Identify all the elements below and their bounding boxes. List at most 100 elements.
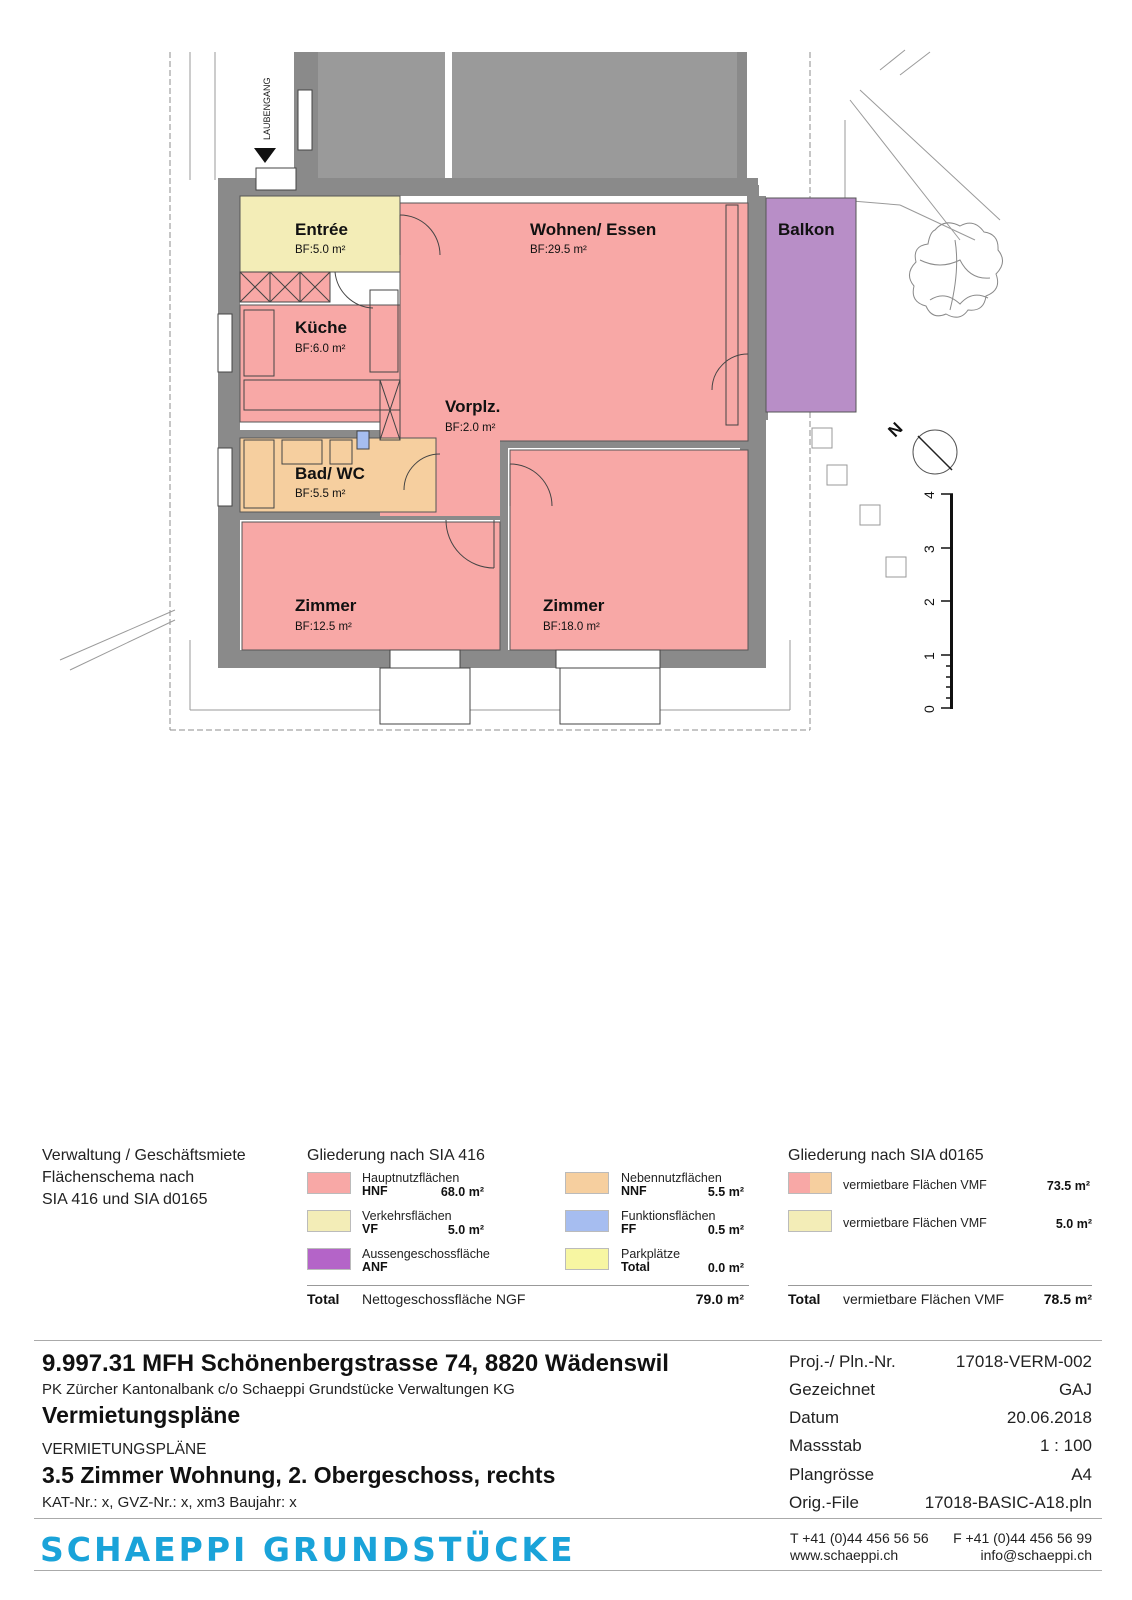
floor-plan: LAUBENGANG Entrée BF:5.0 m² Wohnen/ Esse… — [59, 49, 1003, 731]
swatch-vmf-2 — [788, 1210, 832, 1232]
contact-web[interactable]: www.schaeppi.ch — [790, 1547, 899, 1563]
vmf-2-value: 5.0 m² — [1055, 1217, 1092, 1231]
vf-code: VF — [362, 1222, 378, 1236]
vf-value: 5.0 m² — [447, 1223, 484, 1237]
sia416-divider — [307, 1285, 749, 1286]
titleblock-mid-rule — [34, 1518, 1102, 1519]
d0165-total-desc: vermietbare Flächen VMF — [843, 1291, 1005, 1307]
vmf-1-value: 73.5 m² — [1046, 1179, 1090, 1193]
contact-fax: F +41 (0)44 456 56 99 — [953, 1530, 1092, 1546]
room-area-wohnen: BF:29.5 m² — [530, 244, 587, 256]
info-value-size: A4 — [1071, 1465, 1092, 1484]
scale-tick-0: 0 — [921, 705, 937, 713]
titleblock-bottom-rule — [34, 1570, 1102, 1571]
access-label: LAUBENGANG — [262, 77, 272, 140]
swatch-vf — [307, 1210, 351, 1232]
plan-subheading: VERMIETUNGSPLÄNE — [42, 1441, 207, 1458]
room-label-zimmer-1: Zimmer — [295, 596, 357, 615]
legend-intro-2: Flächenschema nach — [42, 1169, 195, 1186]
paving-stones — [811, 427, 907, 578]
room-entree — [239, 195, 401, 273]
fixtures — [217, 89, 749, 725]
room-label-kueche: Küche — [295, 318, 347, 337]
swatch-hnf — [307, 1172, 351, 1194]
project-title: 9.997.31 MFH Schönenbergstrasse 74, 8820… — [42, 1350, 669, 1377]
room-area-vorplatz: BF:2.0 m² — [445, 422, 496, 434]
scale-tick-3: 3 — [921, 545, 937, 553]
info-value-file: 17018-BASIC-A18.pln — [924, 1493, 1092, 1512]
parking-name: Parkplätze — [621, 1247, 681, 1261]
hnf-name: Hauptnutzflächen — [362, 1171, 460, 1185]
swatch-ff — [565, 1210, 609, 1232]
north-arrow-icon: N — [884, 419, 958, 475]
room-label-vorplatz: Vorplz. — [445, 397, 500, 416]
anf-code: ANF — [362, 1260, 388, 1274]
info-value-project-no: 17018-VERM-002 — [955, 1352, 1092, 1371]
vmf-1-name: vermietbare Flächen VMF — [843, 1178, 987, 1192]
info-label-file: Orig.-File — [789, 1493, 859, 1512]
ff-code: FF — [621, 1222, 637, 1236]
scale-tick-2: 2 — [921, 598, 937, 606]
info-value-scale: 1 : 100 — [1040, 1436, 1092, 1455]
terrain-lines — [59, 49, 1001, 711]
d0165-total-label: Total — [788, 1291, 821, 1307]
neighbour-unit-right — [452, 52, 737, 189]
ff-value: 0.5 m² — [707, 1223, 744, 1237]
contact-email[interactable]: info@schaeppi.ch — [980, 1547, 1092, 1563]
info-label-project-no: Proj.-/ Pln.-Nr. — [789, 1352, 896, 1371]
anf-name: Aussengeschossfläche — [362, 1247, 490, 1261]
sia416-title: Gliederung nach SIA 416 — [307, 1147, 485, 1164]
unit-title: 3.5 Zimmer Wohnung, 2. Obergeschoss, rec… — [42, 1462, 556, 1488]
room-zimmer-1 — [241, 521, 501, 651]
room-area-zimmer-1: BF:12.5 m² — [295, 621, 352, 633]
scale-tick-4: 4 — [921, 491, 937, 499]
nnf-name: Nebennutzflächen — [621, 1171, 722, 1185]
nnf-code: NNF — [621, 1184, 647, 1198]
hnf-code: HNF — [362, 1184, 388, 1198]
parking-code: Total — [621, 1260, 650, 1274]
swatch-nnf — [565, 1172, 609, 1194]
sia416-total-value: 79.0 m² — [695, 1291, 744, 1307]
svg-text:N: N — [884, 419, 906, 441]
info-label-size: Plangrösse — [789, 1465, 875, 1484]
room-kueche — [239, 304, 401, 423]
info-label-date: Datum — [789, 1408, 840, 1427]
parking-value: 0.0 m² — [707, 1261, 744, 1275]
contact-phone: T +41 (0)44 456 56 56 — [790, 1530, 929, 1546]
scale-bar: 0 1 2 3 4 — [921, 491, 953, 713]
swatch-parking — [565, 1248, 609, 1270]
d0165-total-value: 78.5 m² — [1043, 1291, 1092, 1307]
scale-tick-1: 1 — [921, 652, 937, 660]
room-area-kueche: BF:6.0 m² — [295, 343, 346, 355]
nnf-value: 5.5 m² — [707, 1185, 744, 1199]
swatch-anf — [307, 1248, 351, 1270]
ff-name: Funktionsflächen — [621, 1209, 716, 1223]
neighbour-unit-left — [318, 52, 445, 189]
room-area-bad: BF:5.5 m² — [295, 488, 346, 500]
room-balkon — [765, 197, 857, 413]
plan-heading: Vermietungspläne — [42, 1402, 241, 1428]
sia416-total-label: Total — [307, 1291, 340, 1307]
legend-intro-3: SIA 416 und SIA d0165 — [42, 1191, 208, 1208]
tree-symbol — [909, 222, 1003, 318]
room-bad — [239, 437, 437, 513]
hnf-value: 68.0 m² — [440, 1185, 484, 1199]
room-label-zimmer-2: Zimmer — [543, 596, 605, 615]
entrance-arrow-icon — [254, 148, 276, 163]
room-wohnen — [399, 202, 749, 442]
info-value-date: 20.06.2018 — [1006, 1408, 1092, 1427]
room-label-balkon: Balkon — [778, 220, 835, 239]
info-label-scale: Massstab — [789, 1436, 862, 1455]
room-label-wohnen: Wohnen/ Essen — [530, 220, 656, 239]
brand-logo: SCHAEPPI GRUNDSTÜCKE — [40, 1530, 576, 1569]
d0165-divider — [788, 1285, 1092, 1286]
vmf-2-name: vermietbare Flächen VMF — [843, 1216, 987, 1230]
room-area-entree: BF:5.0 m² — [295, 244, 346, 256]
vf-name: Verkehrsflächen — [362, 1209, 452, 1223]
legend-intro-1: Verwaltung / Geschäftsmiete — [42, 1147, 246, 1164]
room-area-zimmer-2: BF:18.0 m² — [543, 621, 600, 633]
sia416-total-desc: Nettogeschossfläche NGF — [362, 1291, 526, 1307]
swatch-vmf-1 — [788, 1172, 832, 1194]
info-value-drawn: GAJ — [1058, 1380, 1092, 1399]
room-ff — [356, 430, 370, 450]
